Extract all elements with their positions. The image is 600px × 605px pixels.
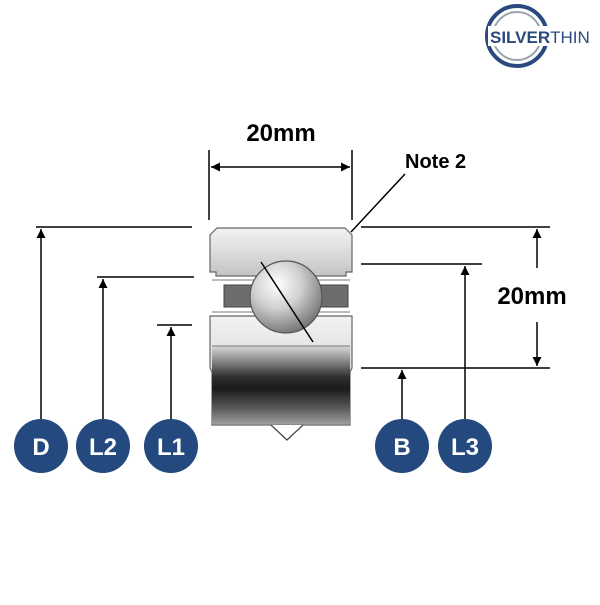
- callout-l3-label: L3: [451, 434, 479, 461]
- callout-l2: L2: [76, 419, 130, 473]
- width-dimension-label: 20mm: [246, 120, 315, 147]
- bottom-notch: [270, 424, 304, 441]
- left-reference-lines: [36, 226, 194, 326]
- logo-text-suffix: THIN: [550, 28, 590, 47]
- callout-b-label: B: [393, 434, 410, 461]
- note-2-label: Note 2: [405, 151, 466, 173]
- logo-text-prefix: SILVER: [490, 28, 550, 47]
- callout-l3: L3: [438, 419, 492, 473]
- height-dimension-label: 20mm: [497, 283, 566, 310]
- outer-ring: [209, 227, 353, 277]
- callout-l1-label: L1: [157, 434, 185, 461]
- bore-band: [212, 346, 350, 424]
- callout-badges: D L2 L1 B L3: [14, 419, 492, 473]
- callout-l1: L1: [144, 419, 198, 473]
- right-reference-lines: [361, 226, 550, 369]
- callout-b: B: [375, 419, 429, 473]
- note-2-callout: Note 2: [350, 151, 466, 233]
- bearing-cross-section: [209, 227, 353, 441]
- callout-d-label: D: [32, 434, 49, 461]
- contact-angle-line: [260, 261, 314, 343]
- callout-l2-label: L2: [89, 434, 117, 461]
- ball: [249, 260, 323, 334]
- callout-d: D: [14, 419, 68, 473]
- silverthin-logo: SILVERTHIN: [485, 4, 596, 68]
- width-dimension: 20mm: [208, 120, 353, 220]
- logo-text-backdrop: [488, 26, 596, 46]
- logo-text: SILVERTHIN: [490, 28, 590, 47]
- height-dimension: 20mm: [497, 229, 567, 366]
- callout-arrows: [36, 229, 470, 419]
